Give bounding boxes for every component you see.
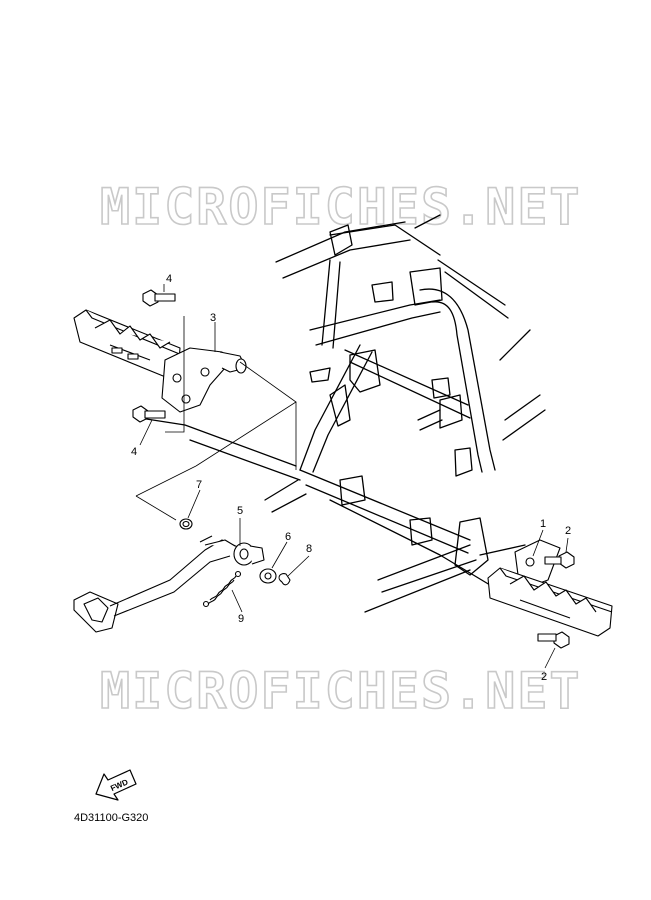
bolt-2-lower <box>537 631 570 649</box>
callout-7: 7 <box>196 479 202 491</box>
callout-9: 9 <box>238 613 244 625</box>
callout-8: 8 <box>306 543 312 555</box>
brake-pedal-5 <box>73 535 265 633</box>
bolt-4-upper <box>142 289 176 307</box>
fwd-arrow-icon: FWD <box>95 769 137 801</box>
callout-2-bottom: 2 <box>541 671 547 683</box>
washer-6 <box>259 568 277 584</box>
o-ring-7 <box>179 518 193 530</box>
callout-6: 6 <box>285 531 291 543</box>
left-footrest-assembly <box>73 309 183 379</box>
footrest-bracket-3 <box>161 347 247 413</box>
callout-2-top: 2 <box>565 525 571 537</box>
callout-4-bottom: 4 <box>131 446 137 458</box>
callout-5: 5 <box>237 505 243 517</box>
bolt-2-upper <box>544 551 575 569</box>
diagram-code: 4D31100-G320 <box>74 812 149 824</box>
bolt-4-lower <box>132 405 166 423</box>
watermark-bottom: MICROFICHES.NET <box>99 662 582 720</box>
spring-9 <box>202 570 242 608</box>
watermark-top: MICROFICHES.NET <box>99 178 582 236</box>
leader-lines <box>135 284 569 669</box>
callout-3: 3 <box>210 312 216 324</box>
frame <box>139 214 546 613</box>
callout-labels: 4 3 4 7 5 6 8 9 1 2 2 <box>131 273 571 683</box>
clip-8 <box>278 573 291 586</box>
right-footrest-1 <box>487 539 613 637</box>
callout-4-top: 4 <box>166 273 172 285</box>
callout-1: 1 <box>540 518 546 530</box>
